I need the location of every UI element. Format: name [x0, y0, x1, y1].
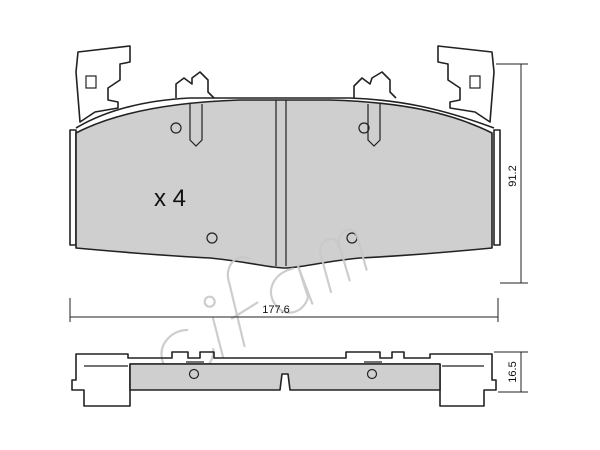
backing-plate-front-view	[69, 45, 501, 246]
height-dimension: 91.2	[496, 63, 528, 284]
width-dimension: 177.6	[69, 298, 499, 322]
left-mounting-ear	[75, 45, 131, 123]
width-value: 177.6	[262, 304, 290, 316]
side-view	[71, 351, 497, 407]
quantity-label: x 4	[154, 185, 186, 212]
right-top-tab	[353, 71, 397, 99]
thickness-value: 16.5	[507, 361, 519, 382]
right-mounting-ear	[437, 45, 495, 123]
height-value: 91.2	[507, 165, 519, 186]
side-backing-plate	[71, 351, 497, 407]
pad-holes	[170, 104, 381, 244]
left-top-tab	[175, 71, 215, 99]
friction-pad-front	[75, 99, 493, 269]
friction-pad-side	[129, 363, 441, 391]
thickness-dimension: 16.5	[494, 351, 528, 393]
